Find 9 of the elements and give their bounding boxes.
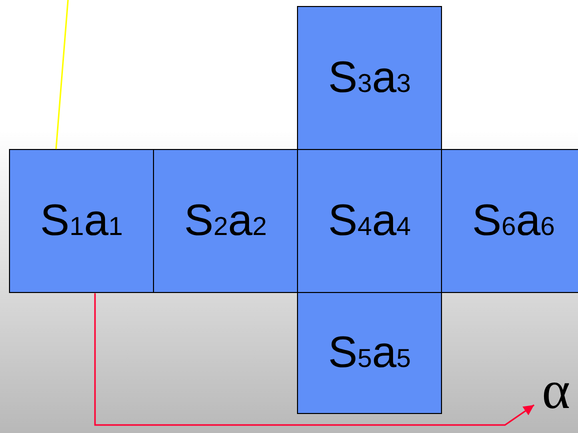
grid-cell-panel [9,149,154,293]
grid-cell-panel [441,149,578,293]
grid-cell-panel [297,149,442,293]
line [55,0,69,150]
grid-cell-panel [297,6,442,150]
arrow [94,293,534,426]
symbol-label: α [542,359,570,421]
grid-cell-panel [297,292,442,414]
grid-cell-panel [153,149,298,293]
